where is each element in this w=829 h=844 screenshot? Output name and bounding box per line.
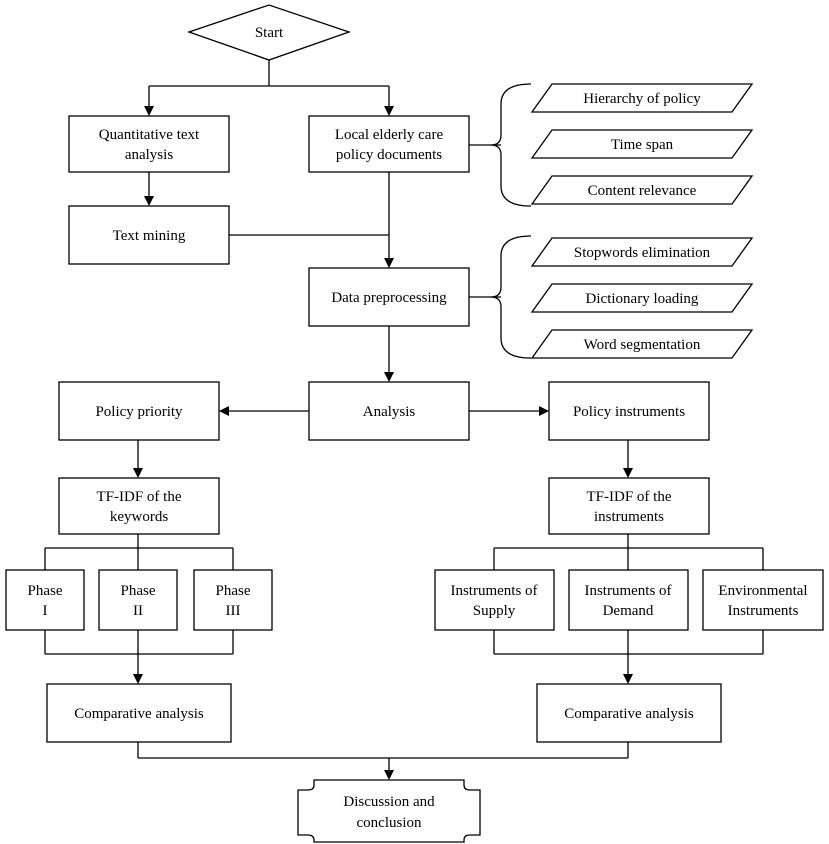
discussion-label-1: Discussion and (343, 794, 435, 810)
arrowhead-analysis (384, 372, 394, 382)
comparative-left-node: Comparative analysis (46, 683, 232, 743)
step-stopwords-shape (530, 237, 754, 267)
discussion-shape (297, 779, 481, 843)
comparative-left-box (46, 683, 232, 743)
tfidf-instruments-label-1: TF-IDF of the (587, 489, 672, 505)
step-dictionary-shape (530, 283, 754, 313)
phase-1-node: Phase I (5, 569, 85, 631)
arrowhead-textmining (144, 196, 154, 206)
tfidf-keywords-label-1: TF-IDF of the (97, 489, 182, 505)
arrowhead-quant (144, 106, 154, 116)
phase-1-label-1: Phase (28, 583, 63, 599)
tfidf-keywords-label-2: keywords (110, 509, 168, 525)
instruments-environmental-node: Environmental Instruments (702, 569, 824, 631)
instruments-environmental-label-2: Instruments (728, 603, 799, 619)
instruments-environmental-box (702, 569, 824, 631)
criteria-relevance-label: Content relevance (588, 183, 697, 199)
quant-text-analysis-label-2: analysis (125, 147, 173, 163)
document-criteria-group: Hierarchy of policy Time span Content re… (530, 83, 754, 205)
criteria-timespan-shape (530, 129, 754, 159)
policy-instruments-node: Policy instruments (548, 381, 710, 441)
step-stopwords-label: Stopwords elimination (574, 245, 711, 261)
criteria-hierarchy-label: Hierarchy of policy (583, 91, 701, 107)
analysis-label: Analysis (363, 404, 416, 420)
tfidf-keywords-node: TF-IDF of the keywords (58, 477, 220, 535)
comparative-left-label: Comparative analysis (74, 706, 204, 722)
policy-priority-node: Policy priority (58, 381, 220, 441)
data-preprocessing-label: Data preprocessing (331, 290, 447, 306)
discussion-node: Discussion and conclusion (297, 779, 481, 843)
comparative-right-label: Comparative analysis (564, 706, 694, 722)
instruments-demand-label-2: Demand (603, 603, 654, 619)
arrowhead-discussion (384, 770, 394, 780)
phase-2-box (98, 569, 178, 631)
instruments-supply-box (434, 569, 555, 631)
phase-3-label-2: III (226, 603, 241, 619)
criteria-relevance-shape (530, 175, 754, 205)
brace-document-criteria (490, 83, 532, 207)
policy-priority-label: Policy priority (95, 404, 183, 420)
analysis-box (308, 381, 470, 441)
phase-1-box (5, 569, 85, 631)
phase-3-label-1: Phase (216, 583, 251, 599)
preprocessing-steps-group: Stopwords elimination Dictionary loading… (530, 237, 754, 359)
phase-3-box (193, 569, 273, 631)
policy-priority-box (58, 381, 220, 441)
tfidf-keywords-box (58, 477, 220, 535)
phase-2-node: Phase II (98, 569, 178, 631)
brace-preprocessing-steps (490, 235, 532, 359)
analysis-node: Analysis (308, 381, 470, 441)
arrowheads (133, 106, 633, 780)
arrowhead-comparative-right (623, 674, 633, 684)
quant-text-analysis-label-1: Quantitative text (99, 127, 200, 143)
connectors (44, 60, 764, 772)
comparative-right-box (536, 683, 722, 743)
text-mining-node: Text mining (68, 205, 230, 265)
policy-instruments-label: Policy instruments (573, 404, 685, 420)
arrowhead-tfidf-instruments (623, 468, 633, 478)
tfidf-instruments-node: TF-IDF of the instruments (548, 477, 710, 535)
arrowhead-tfidf-keywords (133, 468, 143, 478)
arrowhead-priority (219, 406, 229, 416)
policy-instruments-box (548, 381, 710, 441)
start-diamond (187, 4, 351, 61)
criteria-hierarchy-shape (530, 83, 754, 113)
arrowhead-instruments (539, 406, 549, 416)
step-dictionary-label: Dictionary loading (586, 291, 699, 307)
arrowhead-preprocessing (384, 258, 394, 268)
instruments-demand-node: Instruments of Demand (568, 569, 689, 631)
policy-documents-node: Local elderly care policy documents (308, 115, 470, 173)
policy-documents-label-1: Local elderly care (335, 127, 444, 143)
text-mining-label: Text mining (113, 228, 186, 244)
start-node: Start (187, 4, 351, 61)
discussion-label-2: conclusion (357, 815, 422, 831)
text-mining-box (68, 205, 230, 265)
start-label: Start (255, 25, 284, 41)
instruments-demand-box (568, 569, 689, 631)
instruments-environmental-label-1: Environmental (718, 583, 807, 599)
instruments-supply-node: Instruments of Supply (434, 569, 555, 631)
phase-1-label-2: I (43, 603, 48, 619)
phase-3-node: Phase III (193, 569, 273, 631)
instruments-supply-label-2: Supply (473, 603, 516, 619)
step-segmentation-shape (530, 329, 754, 359)
arrowhead-documents (384, 106, 394, 116)
tfidf-instruments-box (548, 477, 710, 535)
phase-2-label-1: Phase (121, 583, 156, 599)
tfidf-instruments-label-2: instruments (594, 509, 664, 525)
quant-text-analysis-node: Quantitative text analysis (68, 115, 230, 173)
data-preprocessing-node: Data preprocessing (308, 267, 470, 327)
comparative-right-node: Comparative analysis (536, 683, 722, 743)
data-preprocessing-box (308, 267, 470, 327)
arrowhead-comparative-left (133, 674, 143, 684)
policy-documents-box (308, 115, 470, 173)
instruments-supply-label-1: Instruments of (450, 583, 537, 599)
policy-documents-label-2: policy documents (336, 147, 442, 163)
quant-text-analysis-box (68, 115, 230, 173)
criteria-timespan-label: Time span (611, 137, 674, 153)
instruments-demand-label-1: Instruments of (584, 583, 671, 599)
phase-2-label-2: II (133, 603, 143, 619)
step-segmentation-label: Word segmentation (584, 337, 701, 353)
